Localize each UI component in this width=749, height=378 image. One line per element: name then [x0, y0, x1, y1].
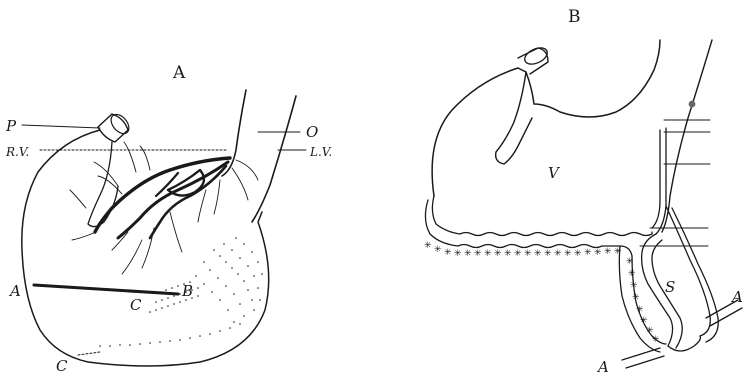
right-vessel-inner-a	[652, 130, 660, 228]
ventricle-inner-tube	[496, 72, 532, 164]
svg-text:✳: ✳	[514, 249, 522, 259]
label-o: O	[306, 123, 318, 141]
svg-text:✳: ✳	[584, 248, 592, 258]
figure-a-title: A	[172, 63, 186, 83]
svg-text:✳: ✳	[474, 249, 482, 259]
svg-text:✳: ✳	[484, 249, 492, 259]
label-lv: L.V.	[309, 145, 332, 159]
label-c-inner: C	[130, 296, 142, 314]
wavy-band-top	[432, 196, 652, 236]
dark-spot	[689, 101, 696, 108]
coronary-vessel-c	[150, 166, 226, 238]
right-vessel-outer	[662, 40, 712, 232]
label-b: B	[181, 282, 193, 300]
coronary-vessel-main	[95, 158, 230, 232]
label-p: P	[5, 117, 17, 135]
line-a-b	[34, 285, 178, 294]
svg-text:✳: ✳	[574, 249, 582, 259]
figure-b-title: B	[568, 7, 581, 27]
heart-inner-fold	[88, 142, 118, 227]
coronary-vessel-b	[118, 162, 228, 238]
svg-text:✳: ✳	[604, 247, 612, 257]
pointer-c-lower	[78, 352, 100, 355]
label-a: A	[8, 282, 21, 300]
svg-text:✳: ✳	[544, 249, 552, 259]
svg-text:✳: ✳	[454, 249, 462, 259]
label-c-lower: C	[56, 357, 68, 375]
svg-text:✳: ✳	[464, 249, 472, 259]
label-a-bottom: A	[596, 358, 609, 376]
svg-text:✳: ✳	[434, 245, 442, 255]
label-a-right: A	[730, 288, 743, 306]
asterisk-row: ✳✳✳ ✳✳✳ ✳✳✳ ✳✳✳ ✳✳✳ ✳✳✳ ✳✳ ✳✳✳ ✳✳✳ ✳✳	[424, 241, 660, 345]
label-s: S	[665, 278, 675, 296]
svg-text:✳: ✳	[504, 249, 512, 259]
svg-text:✳: ✳	[594, 248, 602, 258]
label-rv: R.V.	[5, 145, 29, 159]
pointer-p	[22, 125, 100, 128]
figure-a: A	[5, 63, 332, 375]
aorta-right-wall	[252, 96, 296, 222]
svg-text:✳: ✳	[494, 249, 502, 259]
svg-text:✳: ✳	[424, 241, 432, 251]
fine-branches	[70, 142, 258, 274]
figure-b: B ✳✳✳ ✳✳✳ ✳✳✳ ✳✳✳ ✳✳✳ ✳✳✳ ✳✳ ✳✳✳ ✳✳✳ ✳✳	[424, 7, 743, 376]
svg-text:✳: ✳	[534, 249, 542, 259]
svg-text:✳: ✳	[524, 249, 532, 259]
svg-text:✳: ✳	[564, 249, 572, 259]
label-v: V	[548, 164, 561, 182]
svg-text:✳: ✳	[554, 249, 562, 259]
s-right-tube-a	[666, 206, 710, 336]
svg-text:✳: ✳	[444, 248, 452, 258]
s-bottom-curve	[668, 336, 700, 351]
svg-text:✳: ✳	[614, 247, 622, 257]
